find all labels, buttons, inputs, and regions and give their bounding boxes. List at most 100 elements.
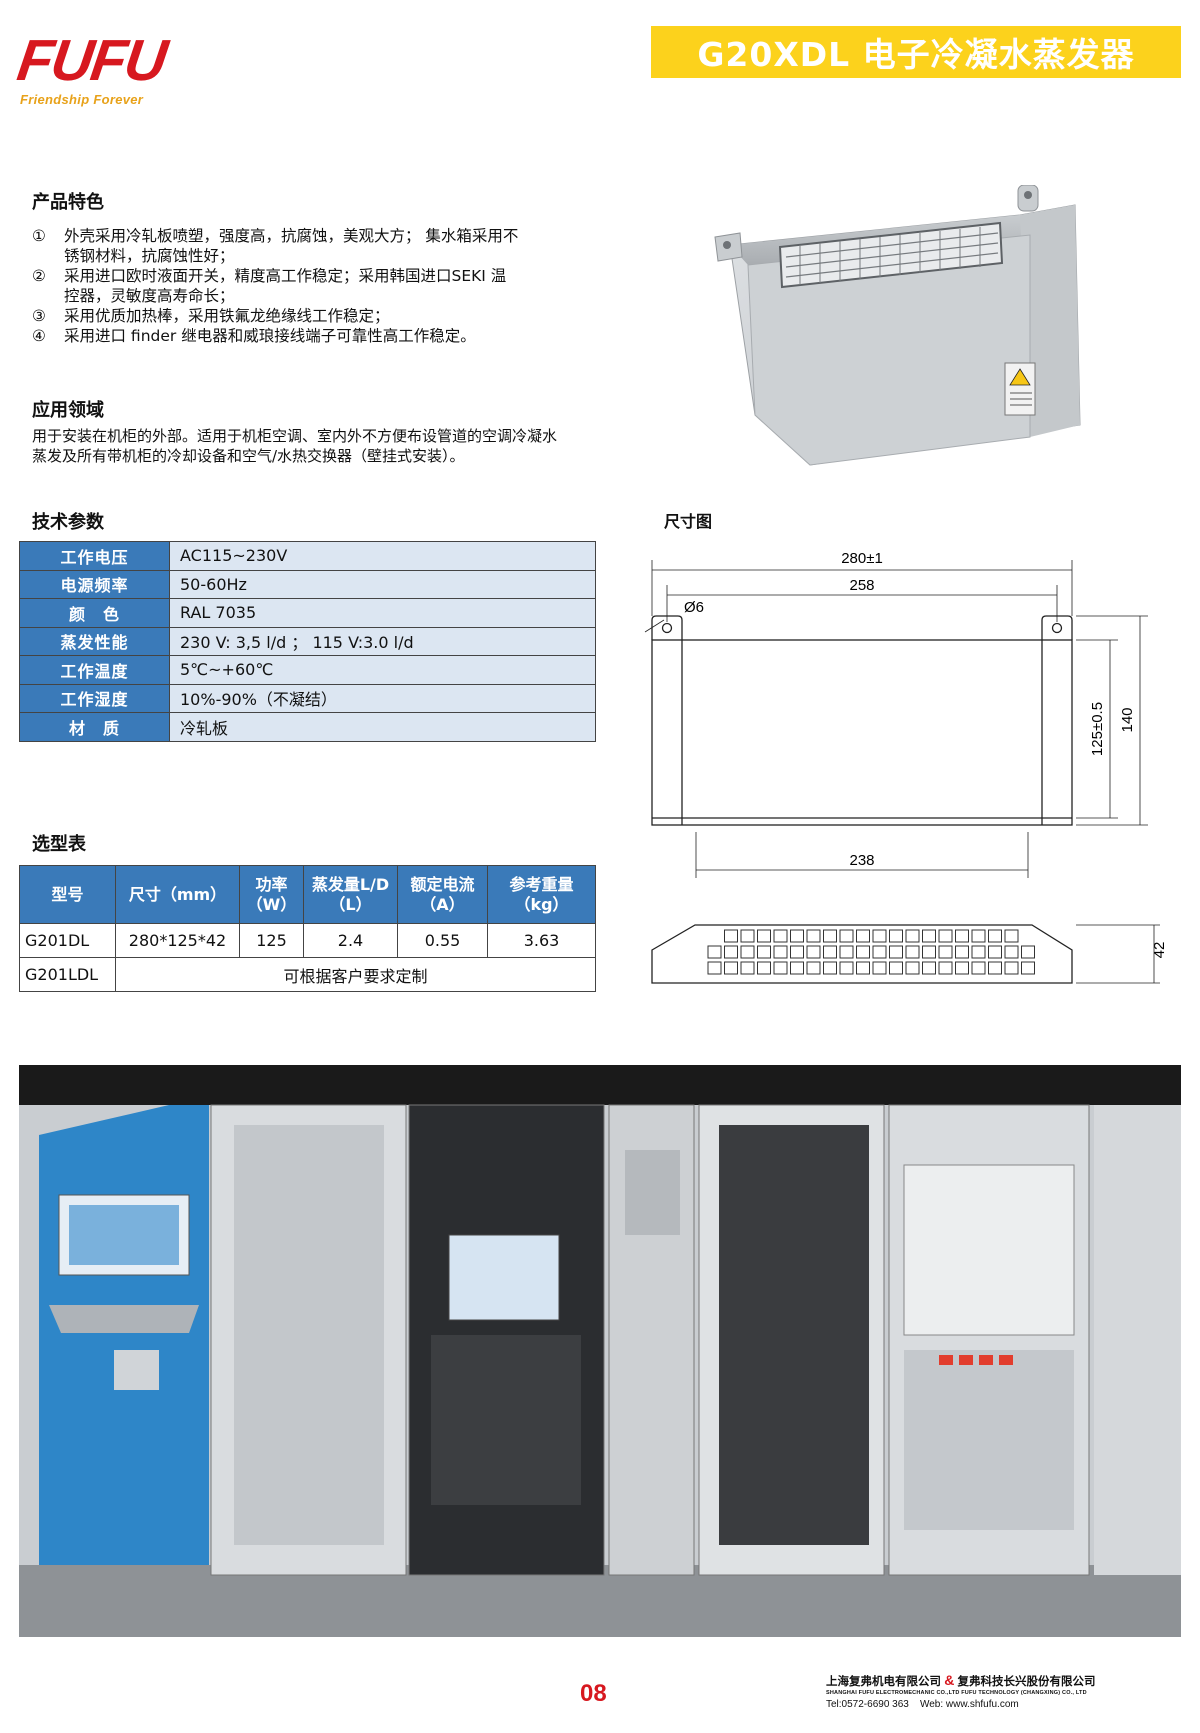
vent-slot [823,929,837,943]
dim-bottom-width: 238 [849,852,874,869]
vent-slot [823,945,837,959]
vent-slot [1004,929,1019,943]
vent-slot [1021,945,1035,959]
dimension-drawing: 280±1 258 Ø6 238 125±0.5 140 42 [644,550,1168,984]
vent-slot [1004,961,1019,975]
vent-slot [724,945,738,959]
dim-depth: 42 [1151,942,1168,959]
vent-slot [922,961,936,975]
vent-slot [790,945,804,959]
cabinet-photo [19,1065,1181,1637]
vent-slot [740,945,755,959]
col-size: 尺寸（mm） [115,865,240,924]
vent-slot [955,945,969,959]
col-model: 型号 [19,865,116,924]
vent-slot [971,929,986,943]
vent-slot [905,945,920,959]
vent-slot [955,961,969,975]
vent-slot [740,961,755,975]
table-row: G201LDL 可根据客户要求定制 [19,957,596,992]
dim-hole-dia: Ø6 [684,599,704,616]
vent-slot [905,961,920,975]
vent-slot [905,929,920,943]
vent-slot [872,929,887,943]
vent-slot [955,929,969,943]
selection-table: 型号 尺寸（mm） 功率（W） 蒸发量L/D（L） 额定电流（A） 参考重量（k… [19,865,596,992]
vent-slot [889,961,903,975]
col-power: 功率（W） [239,865,304,924]
footer-company: 上海复弗机电有限公司 & 复弗科技长兴股份有限公司 SHANGHAI FUFU … [826,1672,1096,1710]
vent-slot [707,945,722,959]
vent-slot [790,961,804,975]
specs-heading: 技术参数 [32,512,104,533]
table-row: 材 质冷轧板 [19,712,596,742]
dim-overall-width: 280±1 [841,550,883,567]
vent-slot [856,929,870,943]
vent-slot [806,961,821,975]
vent-slot [889,929,903,943]
product-photo [714,185,1081,466]
dim-hole-pitch: 258 [849,577,874,594]
vent-slot [806,945,821,959]
table-header-row: 型号 尺寸（mm） 功率（W） 蒸发量L/D（L） 额定电流（A） 参考重量（k… [19,865,596,924]
col-current: 额定电流（A） [397,865,488,924]
vent-slot [773,929,788,943]
vent-slot [971,961,986,975]
vent-slot [988,945,1002,959]
features-heading: 产品特色 [32,192,104,213]
dim-total-height: 140 [1119,707,1136,732]
vent-slot [938,929,953,943]
col-evap: 蒸发量L/D（L） [303,865,398,924]
dimension-heading: 尺寸图 [664,512,713,531]
vent-slot [988,929,1002,943]
title-bar: G20XDL 电子冷凝水蒸发器 [651,26,1181,78]
col-weight: 参考重量（kg） [487,865,596,924]
vent-slot [889,945,903,959]
vent-slot [872,961,887,975]
vent-slot [773,945,788,959]
vent-slot [922,929,936,943]
vent-slot [839,929,854,943]
logo-wordmark: FUFU [13,28,170,93]
table-row: G201DL 280*125*42 125 2.4 0.55 3.63 [19,923,596,958]
vent-slot [757,945,771,959]
vent-slot [839,945,854,959]
vent-slot [839,961,854,975]
page-number: 08 [580,1680,607,1707]
logo-tagline: Friendship Forever [20,92,144,107]
dim-inner-height: 125±0.5 [1089,702,1106,756]
page-title: G20XDL 电子冷凝水蒸发器 [697,35,1135,74]
application-text: 用于安装在机柜的外部。适用于机柜空调、室内外不方便布设管道的空调冷凝水蒸发及所有… [32,427,558,465]
fufu-logo: FUFU Friendship Forever [14,28,198,110]
vent-slot [938,961,953,975]
vent-slot [757,929,771,943]
vent-slot [707,961,722,975]
vent-slot [872,945,887,959]
vent-slot [773,961,788,975]
vent-slot [790,929,804,943]
vent-slot [823,961,837,975]
vent-slot [856,945,870,959]
application-heading: 应用领域 [32,400,104,421]
vent-slot [988,961,1002,975]
vent-slot [971,945,986,959]
vent-slot [757,961,771,975]
vent-slot [1004,945,1019,959]
vent-slot [724,961,738,975]
vent-slot [856,961,870,975]
selection-heading: 选型表 [32,834,86,855]
vent-slot [922,945,936,959]
vent-slot [1021,961,1035,975]
